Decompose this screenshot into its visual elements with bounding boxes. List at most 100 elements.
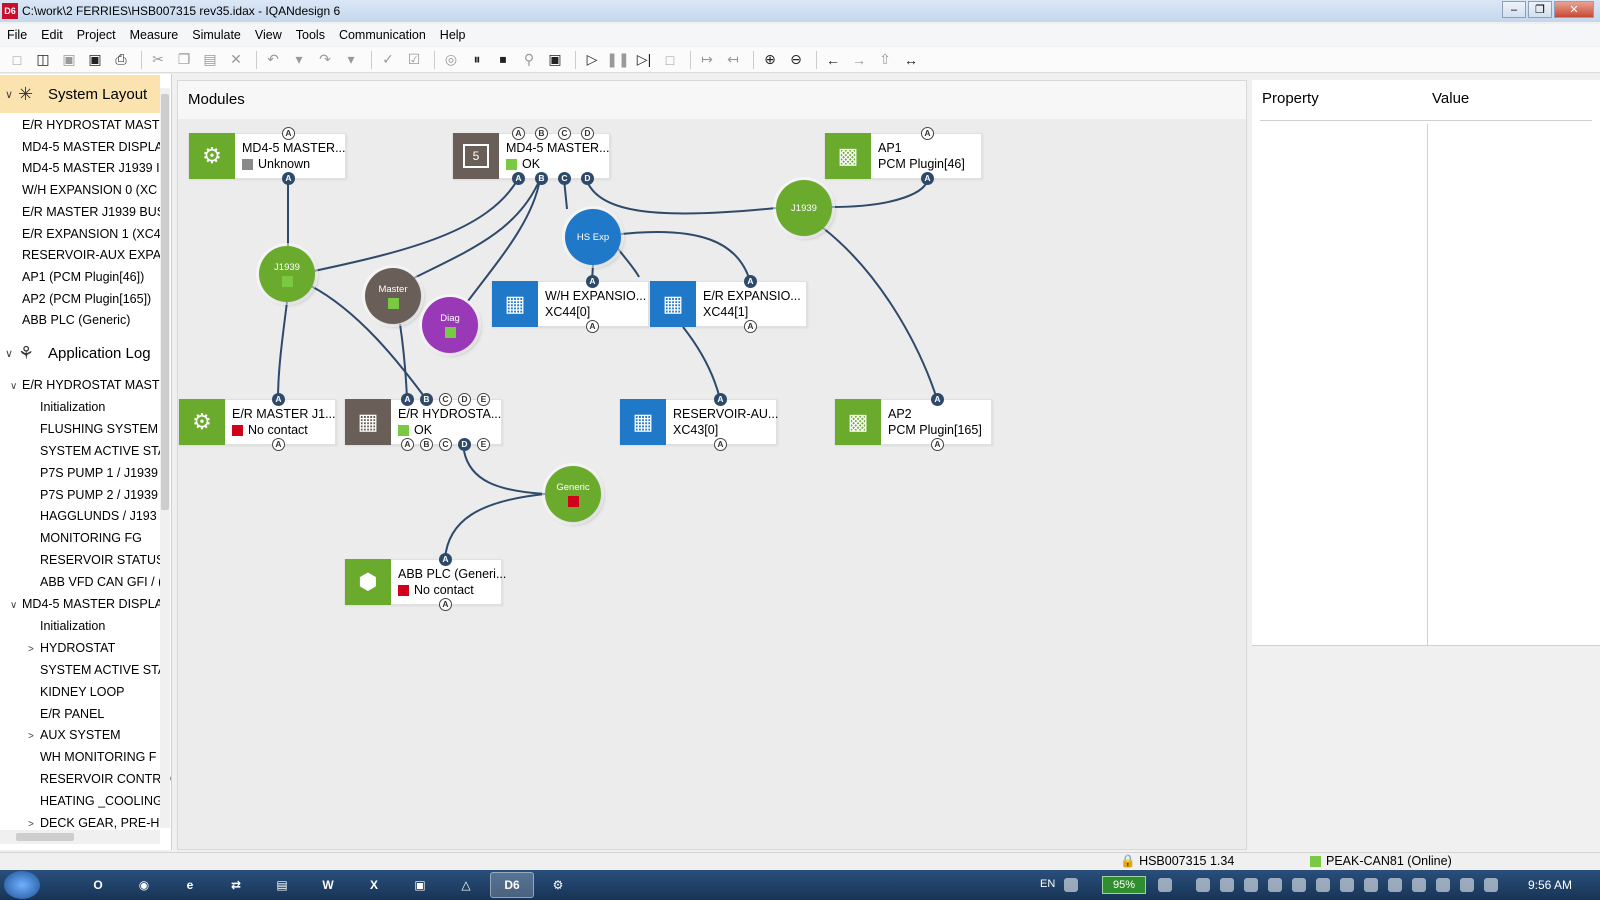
connector-port[interactable]: A [439,553,452,566]
property-column-header[interactable]: Property [1262,90,1319,107]
outlook-taskbar-icon[interactable]: O [93,878,103,892]
save-icon[interactable]: ▣ [62,51,76,67]
system-tree-item[interactable]: E/R MASTER J1939 BUS [22,204,166,219]
value-column-header[interactable]: Value [1432,90,1470,107]
app-tree-item[interactable]: RESERVOIR STATUS [0,549,164,571]
battery-indicator[interactable]: 95% [1102,876,1146,894]
check-icon[interactable]: ✓ [382,51,394,67]
scrollbar-thumb[interactable] [161,94,169,510]
volume-icon[interactable] [1484,878,1498,892]
app-tree-item[interactable]: ∨E/R HYDROSTAT MASTI [0,374,163,396]
system-tree-item[interactable]: ABB PLC (Generic) [22,313,131,328]
stop-measure-icon[interactable]: ⏹ [499,51,507,67]
signal-icon[interactable] [1460,878,1474,892]
app-tree-item[interactable]: P7S PUMP 2 / J1939 [0,484,160,506]
app-tree-item[interactable]: >DECK GEAR, PRE-HE [0,812,168,834]
connector-port[interactable]: A [921,172,934,185]
tray-app-icon[interactable] [1364,878,1378,892]
bus-node-b4[interactable]: HS Exp [565,209,621,265]
scrollbar-thumb[interactable] [16,833,74,841]
module-m6[interactable]: ⚙E/R MASTER J1...No contact [178,399,336,445]
connector-port[interactable]: A [714,393,727,406]
iqandesign-taskbar-icon[interactable]: D6 [490,872,534,898]
cut-icon[interactable]: ✂ [152,51,164,67]
system-tree-item[interactable]: AP1 (PCM Plugin[46]) [22,269,145,284]
connector-port[interactable]: A [512,127,525,140]
zoom-in-icon[interactable]: ⊕ [764,51,776,67]
menu-file[interactable]: File [7,28,28,42]
word-taskbar-icon[interactable]: W [322,878,334,892]
tray-app-icon[interactable] [1412,878,1426,892]
module-m10[interactable]: ⬢ABB PLC (Generi...No contact [344,559,506,605]
connector-port[interactable]: A [744,320,757,333]
connector-port[interactable]: B [420,438,433,451]
app-tree-item[interactable]: HEATING _COOLING [0,790,163,812]
tray-app-icon[interactable] [1340,878,1354,892]
tree-vertical-scrollbar[interactable] [160,88,170,828]
network-icon[interactable] [1220,878,1234,892]
connector-port[interactable]: D [458,438,471,451]
chevron-right-icon[interactable]: > [28,643,34,655]
back-icon[interactable]: ← [826,51,840,68]
open-icon[interactable]: ◫ [36,51,50,67]
copy-icon[interactable]: ❐ [177,51,191,67]
connector-port[interactable]: B [535,127,548,140]
module-m1[interactable]: ⚙MD4-5 MASTER...Unknown [188,133,346,179]
connect-icon[interactable]: ◎ [444,51,458,67]
menu-view[interactable]: View [254,28,282,42]
clock[interactable]: 9:56 AM [1528,878,1573,892]
explorer-taskbar-icon[interactable]: ▣ [414,878,426,892]
firefox-taskbar-icon[interactable]: ◉ [138,878,150,892]
forward-icon[interactable]: → [852,51,866,68]
app-tree-item[interactable]: Initialization [0,396,160,418]
save-as-icon[interactable]: ▣ [88,51,102,67]
pause-measure-icon[interactable]: ⏸ [473,51,481,67]
chevron-right-icon[interactable]: > [28,819,34,830]
tray-app-icon[interactable] [1292,878,1306,892]
connector-port[interactable]: A [512,172,525,185]
bus-node-b6[interactable]: Generic [545,466,601,522]
connector-port[interactable]: C [439,393,452,406]
tray-app-icon[interactable] [1244,878,1258,892]
redo-icon[interactable]: ↷ [319,51,331,67]
connector-port[interactable]: B [420,393,433,406]
pause-icon[interactable]: ❚❚ [606,51,630,67]
connector-port[interactable]: A [401,393,414,406]
tray-app-icon[interactable] [1436,878,1450,892]
app-tree-item[interactable]: WH MONITORING F [0,746,160,768]
language-indicator[interactable]: EN [1040,878,1056,890]
step-in-icon[interactable]: ↦ [701,51,713,67]
connector-port[interactable]: A [714,438,727,451]
app-tree-item[interactable]: SYSTEM ACTIVE STA [0,659,166,681]
can-status[interactable]: PEAK-CAN81 (Online) [1310,854,1452,868]
chevron-right-icon[interactable]: > [28,731,34,743]
print-icon[interactable]: ⎙ [115,51,127,67]
tray-app-icon[interactable] [1388,878,1402,892]
connector-port[interactable]: A [282,172,295,185]
bus-node-b1[interactable]: J1939 [259,246,315,302]
ie-taskbar-icon[interactable]: e [186,878,194,892]
acrobat-taskbar-icon[interactable]: △ [461,878,471,892]
menu-edit[interactable]: Edit [41,28,63,42]
zoom-out-icon[interactable]: ⊖ [790,51,802,67]
app-tree-item[interactable]: ABB VFD CAN GFI / ( [0,571,162,593]
system-tree-item[interactable]: RESERVOIR-AUX EXPAN [22,248,171,263]
start-button[interactable] [4,871,40,899]
connector-port[interactable]: C [558,172,571,185]
app-tree-item[interactable]: KIDNEY LOOP [0,681,160,703]
module-m8[interactable]: ▦RESERVOIR-AU...XC43[0] [619,399,778,445]
connector-port[interactable]: C [439,438,452,451]
menu-measure[interactable]: Measure [129,28,179,42]
restore-button[interactable]: ❐ [1528,1,1552,18]
play-icon[interactable]: ▷ [586,51,598,67]
menu-project[interactable]: Project [76,28,116,42]
connector-port[interactable]: E [477,393,490,406]
connector-port[interactable]: A [931,438,944,451]
tray-app-icon[interactable] [1158,878,1172,892]
module-m5[interactable]: ▦E/R EXPANSIO...XC44[1] [649,281,807,327]
menu-help[interactable]: Help [439,28,466,42]
connector-port[interactable]: A [586,275,599,288]
export-icon[interactable]: ⇧ [879,51,891,67]
